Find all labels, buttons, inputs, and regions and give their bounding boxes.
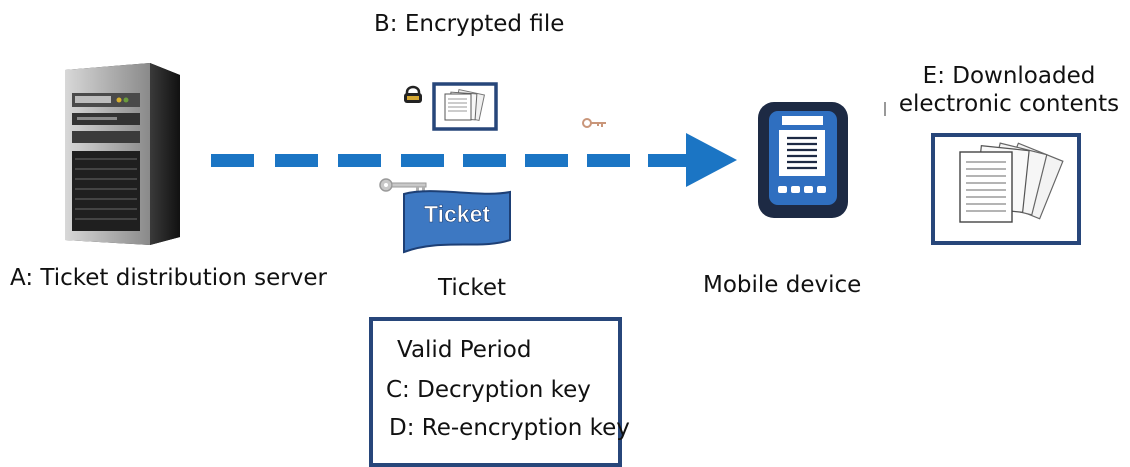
arrow-dash [587,154,630,167]
server-label: A: Ticket distribution server [10,265,327,291]
mobile-device-label: Mobile device [703,272,862,298]
downloaded-contents-label: E: Downloaded electronic contents [898,63,1120,117]
ticket-banner-icon: Ticket [403,190,511,254]
arrow-head [686,133,737,187]
document-stack-icon [931,133,1081,245]
arrow-dash [338,154,381,167]
lock-icon [404,85,422,103]
encrypted-file-label: B: Encrypted file [374,11,565,37]
arrow-dash [275,154,318,167]
ticket-contents-box: Valid Period C: Decryption key D: Re-enc… [369,317,630,467]
mobile-device-icon [758,102,848,218]
server-tower-icon [65,63,180,245]
arrow-dash [463,154,506,167]
decryption-key-text: C: Decryption key [386,377,591,403]
ticket-banner-text: Ticket [424,201,490,227]
valid-period-text: Valid Period [397,337,532,363]
encrypted-document-icon [432,82,498,131]
arrow-dash [525,154,568,167]
arrow-dash [648,154,688,167]
key-icon [379,178,427,192]
arrow-dash [211,154,254,167]
reencryption-key-text: D: Re-encryption key [389,415,630,441]
ticket-label: Ticket [438,275,507,301]
arrow-dash [401,154,444,167]
divider-mark [884,102,886,116]
key-icon [582,118,606,128]
